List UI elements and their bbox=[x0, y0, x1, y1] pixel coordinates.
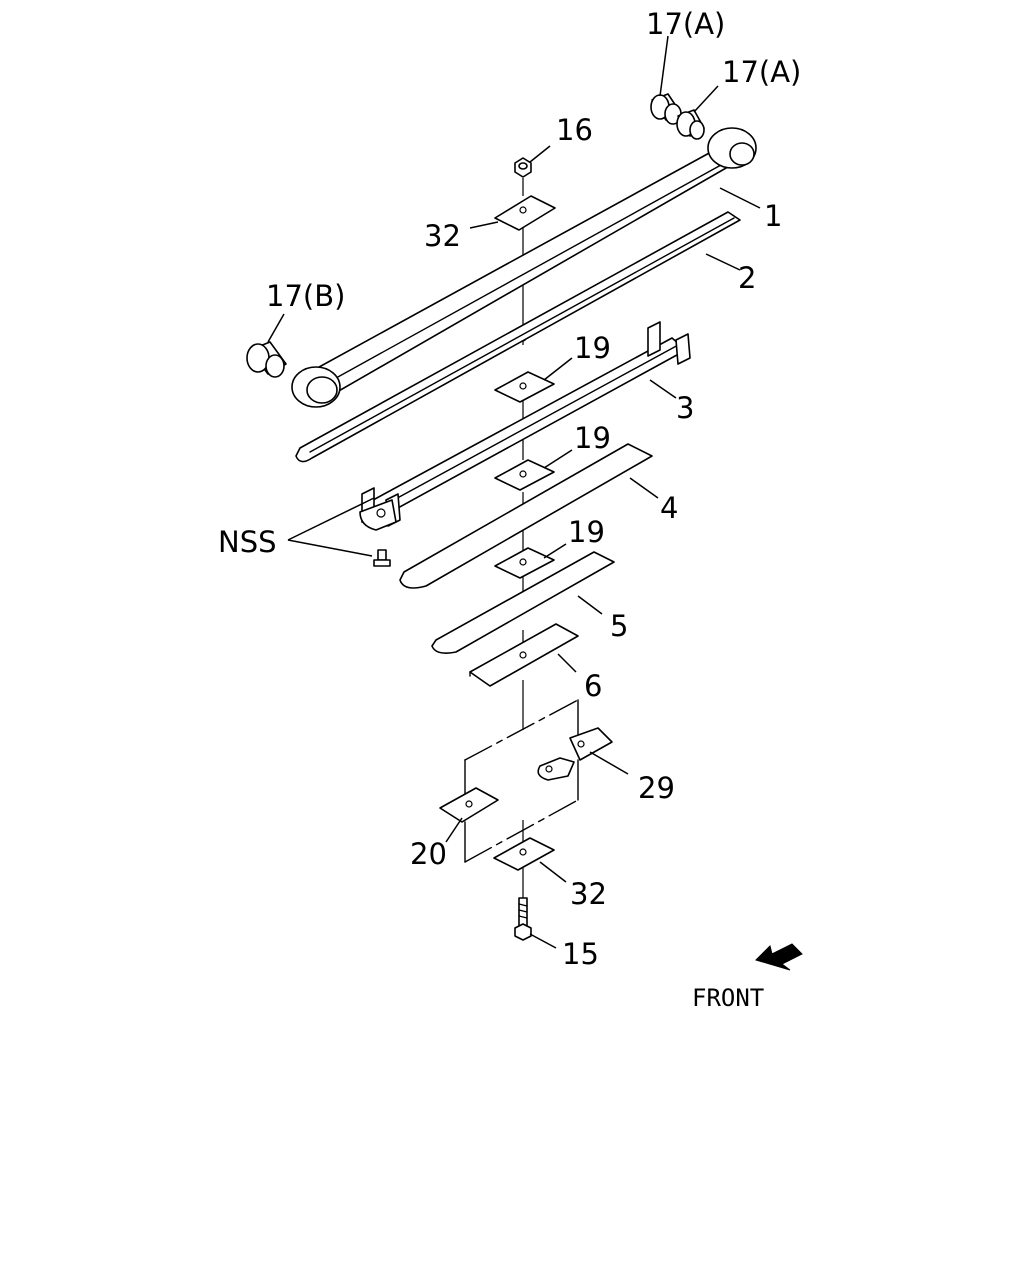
leaf-5 bbox=[431, 551, 615, 654]
bolt-15 bbox=[514, 897, 532, 941]
callout-17b: 17(B) bbox=[266, 279, 345, 313]
leaf-3 bbox=[359, 321, 691, 531]
callout-32-top: 32 bbox=[424, 219, 461, 253]
plate-20 bbox=[439, 787, 499, 823]
pad-19-middle bbox=[494, 459, 555, 491]
callout-3: 3 bbox=[676, 391, 694, 425]
pad-19-upper bbox=[494, 371, 555, 403]
bushing-17b bbox=[246, 341, 287, 378]
callout-32-bottom: 32 bbox=[570, 877, 607, 911]
callout-17a-lower: 17(A) bbox=[722, 55, 801, 89]
leader-lines bbox=[267, 35, 761, 949]
callout-5: 5 bbox=[610, 609, 628, 643]
plate-32-top bbox=[494, 195, 556, 231]
main-leaf-1 bbox=[291, 127, 757, 408]
callout-17a-upper: 17(A) bbox=[646, 7, 725, 41]
leaf-6 bbox=[469, 623, 579, 687]
callout-19-middle: 19 bbox=[574, 421, 611, 455]
front-label: FRONT bbox=[692, 984, 764, 1012]
bracket-29 bbox=[537, 727, 613, 781]
nut-16 bbox=[514, 157, 532, 178]
callout-29: 29 bbox=[638, 771, 675, 805]
callout-19-lower: 19 bbox=[568, 515, 605, 549]
callout-20: 20 bbox=[410, 837, 447, 871]
spring-seat-frame bbox=[464, 699, 579, 863]
callout-1: 1 bbox=[764, 199, 782, 233]
callout-nss: NSS bbox=[218, 525, 277, 559]
callout-6: 6 bbox=[584, 669, 602, 703]
callout-16: 16 bbox=[556, 113, 593, 147]
bushing-17a-lower bbox=[676, 109, 705, 140]
nss-rivet bbox=[373, 549, 391, 567]
pad-19-lower bbox=[494, 547, 555, 579]
plate-32-bottom bbox=[493, 837, 555, 871]
callout-4: 4 bbox=[660, 491, 678, 525]
callout-19-upper: 19 bbox=[574, 331, 611, 365]
callout-15: 15 bbox=[562, 937, 599, 971]
front-direction-arrow-icon bbox=[755, 943, 803, 971]
leaf-2 bbox=[295, 211, 741, 463]
leaf-4 bbox=[399, 443, 653, 589]
callout-2: 2 bbox=[738, 261, 756, 295]
bushing-17a-upper bbox=[650, 93, 682, 125]
